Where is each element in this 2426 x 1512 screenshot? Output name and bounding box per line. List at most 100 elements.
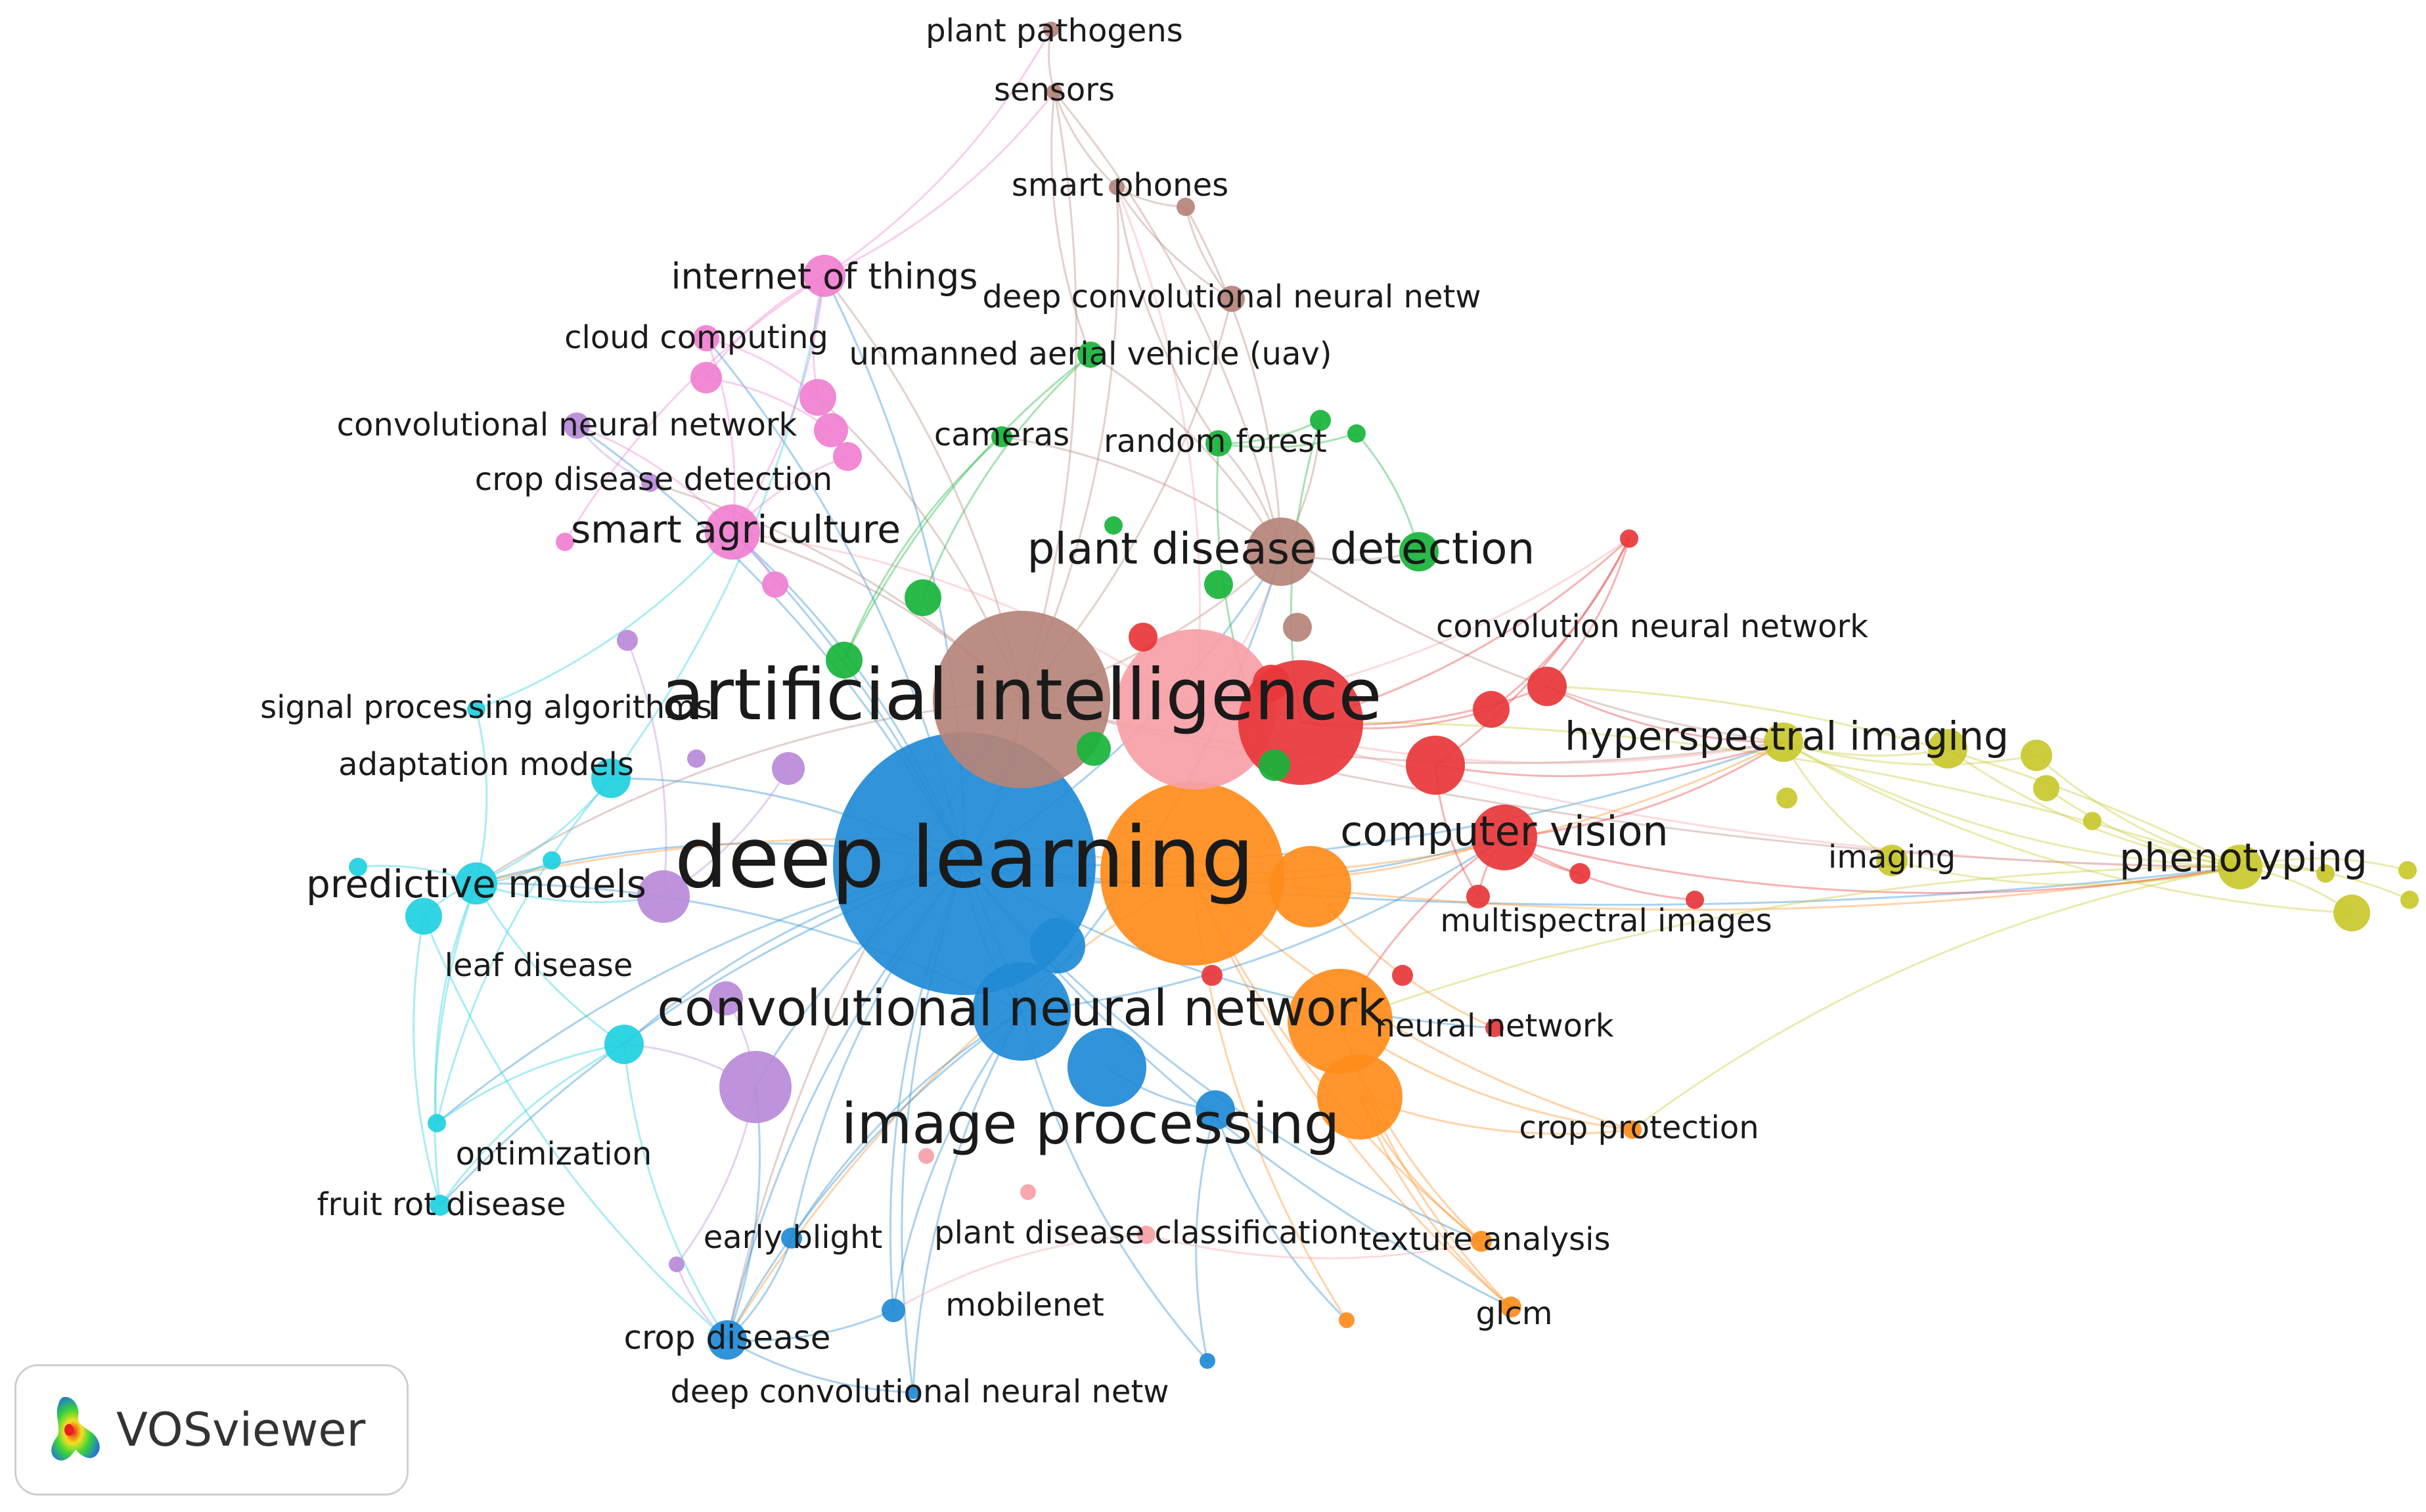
node-yellow_3[interactable] [2021, 740, 2052, 771]
node-red_6[interactable] [1253, 665, 1290, 701]
node-computer_vision[interactable] [1471, 805, 1537, 870]
node-cyan_2[interactable] [591, 759, 631, 798]
node-smart_agriculture[interactable] [705, 504, 760, 560]
node-red_11[interactable] [1569, 863, 1590, 884]
node-cyan_6[interactable] [428, 1114, 446, 1132]
node-orange_3[interactable] [1317, 1054, 1403, 1140]
node-yellow_10[interactable] [2316, 864, 2335, 883]
node-purple_4[interactable] [564, 412, 590, 439]
node-pink_8[interactable] [556, 533, 574, 551]
node-brown_5[interactable] [1109, 179, 1125, 195]
node-green_1[interactable] [905, 579, 941, 616]
node-cyan_4[interactable] [405, 898, 442, 935]
label-glcm: glcm [1476, 1295, 1553, 1332]
node-blue_3[interactable] [1030, 918, 1085, 973]
node-red_4[interactable] [1473, 691, 1510, 728]
node-brown_4[interactable] [1046, 84, 1062, 100]
node-yellow_5[interactable] [2333, 895, 2370, 931]
node-green_11[interactable] [1347, 424, 1366, 443]
node-blue_8[interactable] [1200, 1353, 1215, 1369]
node-red_13[interactable] [1202, 965, 1223, 986]
node-green_10[interactable] [1310, 410, 1331, 431]
node-brown_7[interactable] [1219, 286, 1245, 312]
node-green_7[interactable] [1077, 342, 1104, 368]
node-cyan_3[interactable] [604, 1025, 644, 1064]
node-crop_disease[interactable] [708, 1320, 747, 1360]
node-purple_9[interactable] [687, 749, 706, 768]
node-green_8[interactable] [991, 426, 1012, 447]
node-orange_7[interactable] [1500, 1297, 1521, 1318]
node-red_12[interactable] [1686, 891, 1704, 909]
node-salmon_2[interactable] [1137, 1226, 1156, 1244]
node-deep_learning[interactable] [833, 732, 1096, 995]
node-green_5[interactable] [1077, 732, 1111, 766]
node-red_8[interactable] [1466, 885, 1490, 908]
node-yellow_11[interactable] [2083, 812, 2101, 830]
node-green_2[interactable] [826, 642, 863, 678]
node-yellow_7[interactable] [1776, 788, 1797, 809]
edge-cnn-crop_disease [726, 1010, 1022, 1341]
node-orange_8[interactable] [1339, 1312, 1355, 1328]
node-phenotyping[interactable] [2218, 845, 2262, 889]
node-ai_salmon[interactable] [1115, 629, 1276, 789]
node-red_7[interactable] [1620, 529, 1638, 548]
node-yellow_12[interactable] [1885, 854, 1898, 867]
label-random-forest: random forest [1104, 423, 1327, 460]
node-purple_2[interactable] [637, 870, 690, 923]
label-plant-disease-classification: plant disease classification [934, 1214, 1359, 1251]
node-yellow_2[interactable] [1928, 729, 1967, 768]
node-predictive_models[interactable] [455, 862, 497, 904]
node-orange_5[interactable] [1623, 1121, 1642, 1139]
node-purple_8[interactable] [669, 1256, 685, 1272]
node-yellow_9[interactable] [2400, 891, 2419, 909]
node-image_processing[interactable] [1100, 782, 1284, 966]
edge-cnn-blue_7 [912, 1011, 1023, 1393]
node-orange_2[interactable] [1288, 969, 1393, 1074]
node-hyperspectral_imaging[interactable] [1764, 723, 1803, 762]
node-cyan_8[interactable] [349, 858, 367, 876]
node-brown_3[interactable] [1043, 22, 1059, 37]
node-red_9[interactable] [1485, 1019, 1504, 1037]
node-purple_7[interactable] [709, 981, 743, 1015]
node-blue_2[interactable] [1067, 1028, 1146, 1107]
node-pink_6[interactable] [762, 571, 788, 598]
node-purple_3[interactable] [772, 752, 805, 785]
node-yellow_4[interactable] [2033, 775, 2059, 801]
node-red_10[interactable] [1392, 965, 1413, 986]
node-brown_6[interactable] [1177, 198, 1195, 216]
node-salmon_3[interactable] [918, 1148, 934, 1164]
node-green_9[interactable] [1205, 430, 1232, 456]
node-cyan_5[interactable] [467, 700, 485, 719]
node-pink_7[interactable] [693, 325, 719, 351]
node-brown_2[interactable] [1283, 613, 1312, 642]
node-pink_3[interactable] [814, 413, 848, 447]
node-red_3[interactable] [1527, 667, 1567, 706]
node-yellow_8[interactable] [2398, 861, 2417, 879]
node-orange_4[interactable] [1270, 846, 1351, 927]
node-cyan_7[interactable] [430, 1195, 451, 1216]
node-red_5[interactable] [1129, 623, 1157, 652]
node-blue_6[interactable] [882, 1299, 905, 1322]
edge-cyan_5-smart_agriculture [476, 531, 734, 711]
node-green_12[interactable] [1104, 516, 1123, 535]
node-green_3[interactable] [1399, 532, 1439, 571]
node-plant_disease_detection[interactable] [1247, 518, 1315, 586]
node-orange_6[interactable] [1471, 1231, 1492, 1252]
node-blue_5[interactable] [781, 1228, 802, 1249]
node-pink_5[interactable] [690, 362, 722, 393]
node-blue_7[interactable] [907, 1386, 920, 1399]
node-cyan_9[interactable] [543, 851, 561, 870]
node-internet_of_things[interactable] [803, 255, 845, 297]
node-salmon_4[interactable] [1020, 1184, 1036, 1200]
node-purple_5[interactable] [641, 474, 660, 492]
node-green_6[interactable] [1259, 749, 1290, 781]
node-pink_4[interactable] [833, 442, 862, 471]
node-blue_4[interactable] [1196, 1090, 1235, 1130]
node-artificial_intelligence[interactable] [933, 611, 1110, 788]
node-red_2[interactable] [1406, 736, 1465, 795]
node-pink_2[interactable] [799, 379, 836, 416]
node-purple_6[interactable] [617, 630, 638, 651]
node-green_4[interactable] [1204, 570, 1233, 599]
node-purple_big[interactable] [719, 1051, 792, 1123]
node-cnn[interactable] [972, 962, 1071, 1061]
